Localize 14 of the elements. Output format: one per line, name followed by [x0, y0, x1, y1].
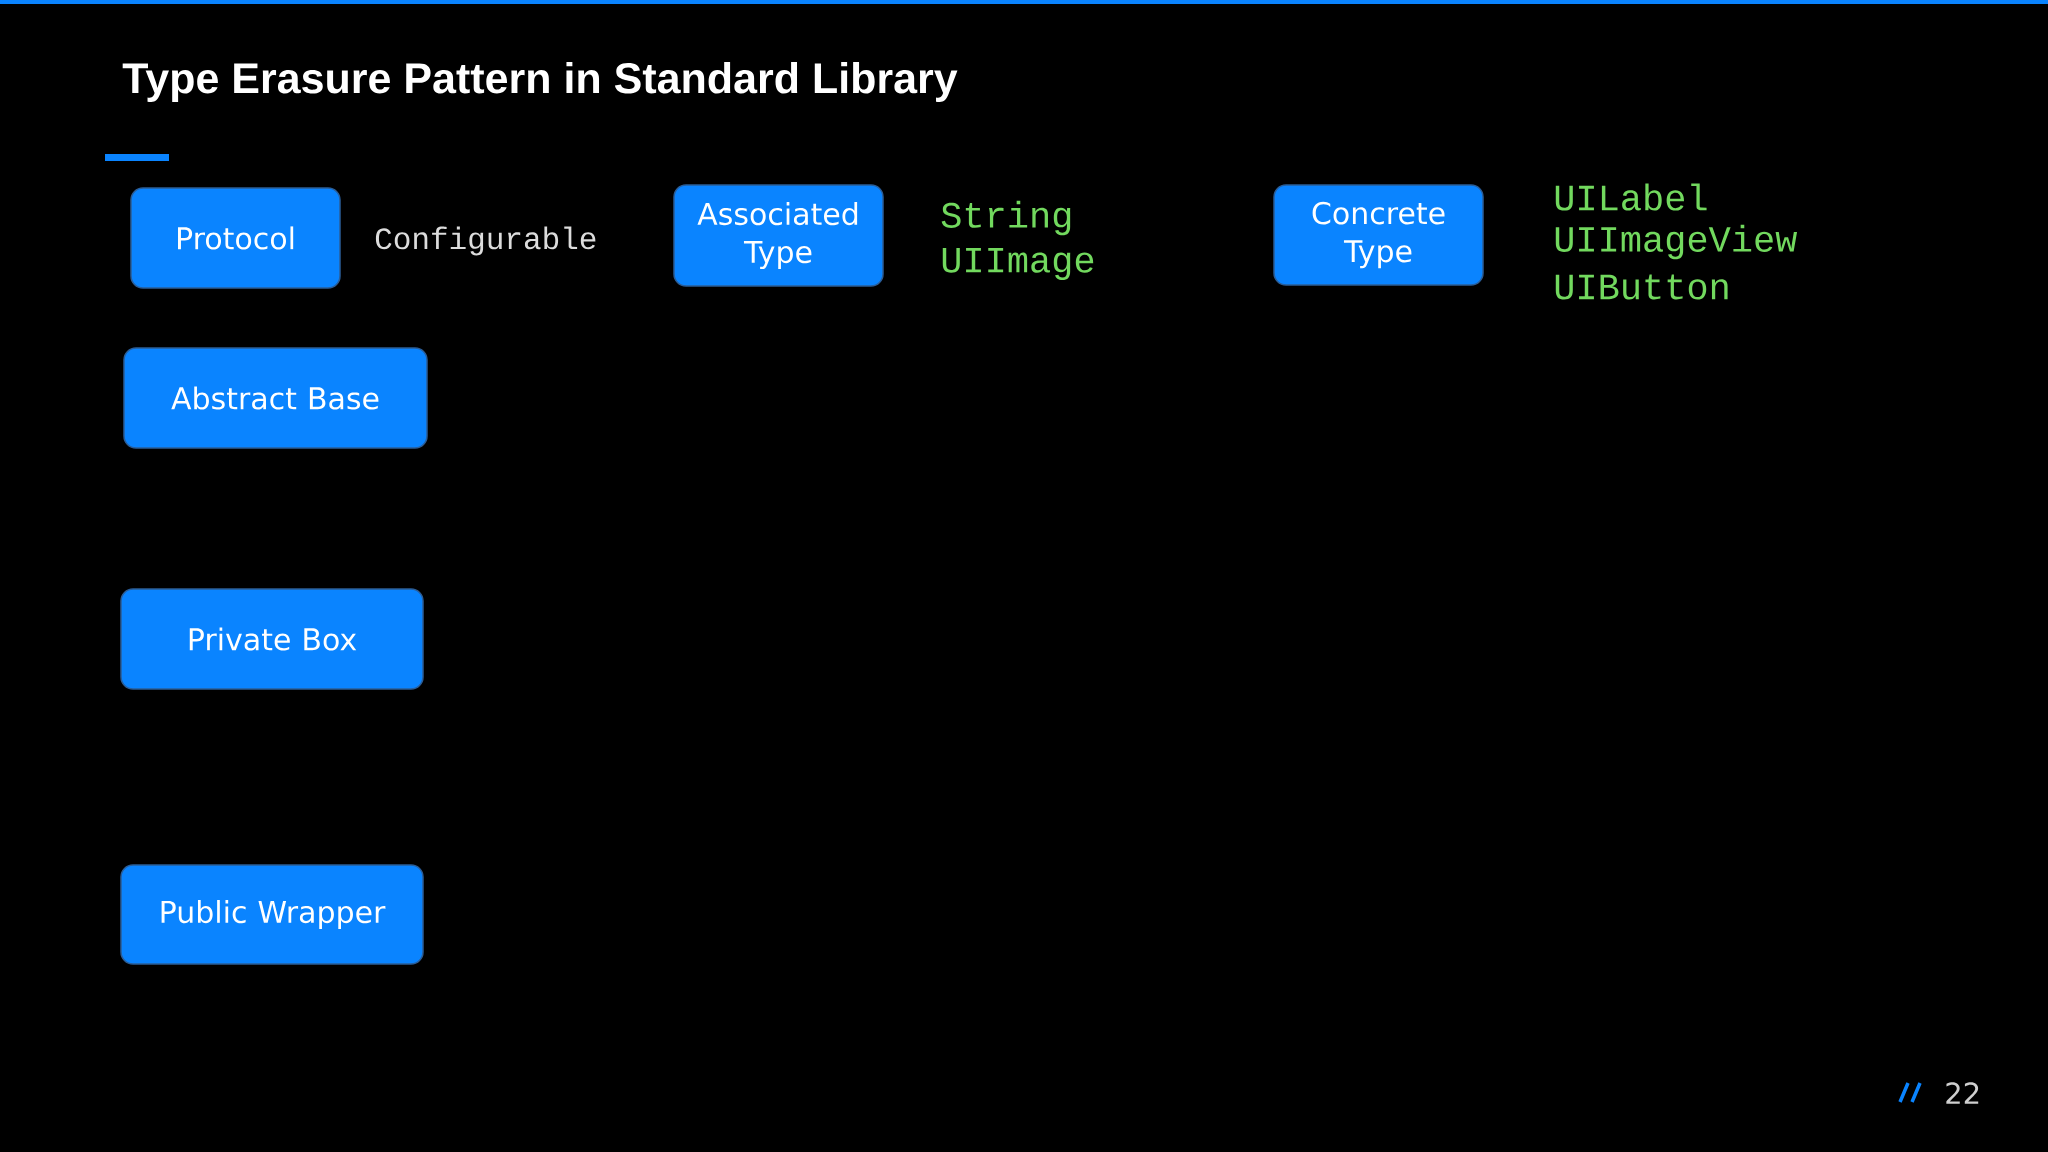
concept-box: Private Box — [120, 588, 424, 690]
code-text: UIImage — [942, 248, 1094, 280]
code-text: UIImageView — [1555, 224, 1798, 260]
concept-box: Abstract Base — [123, 347, 428, 449]
page-number: 22 — [1946, 1082, 1979, 1104]
code-text: Configurable — [375, 226, 596, 256]
code-text: UIButton — [1555, 274, 1728, 300]
code-text: UILabel — [1555, 183, 1707, 211]
code-text: String — [941, 200, 1071, 236]
concept-box: Protocol — [130, 187, 341, 289]
slide-title: Type Erasure Pattern in Standard Library — [122, 61, 958, 103]
concept-box: Public Wrapper — [120, 864, 424, 965]
concept-box: Associated Type — [673, 184, 884, 287]
concept-box: Concrete Type — [1273, 184, 1484, 286]
